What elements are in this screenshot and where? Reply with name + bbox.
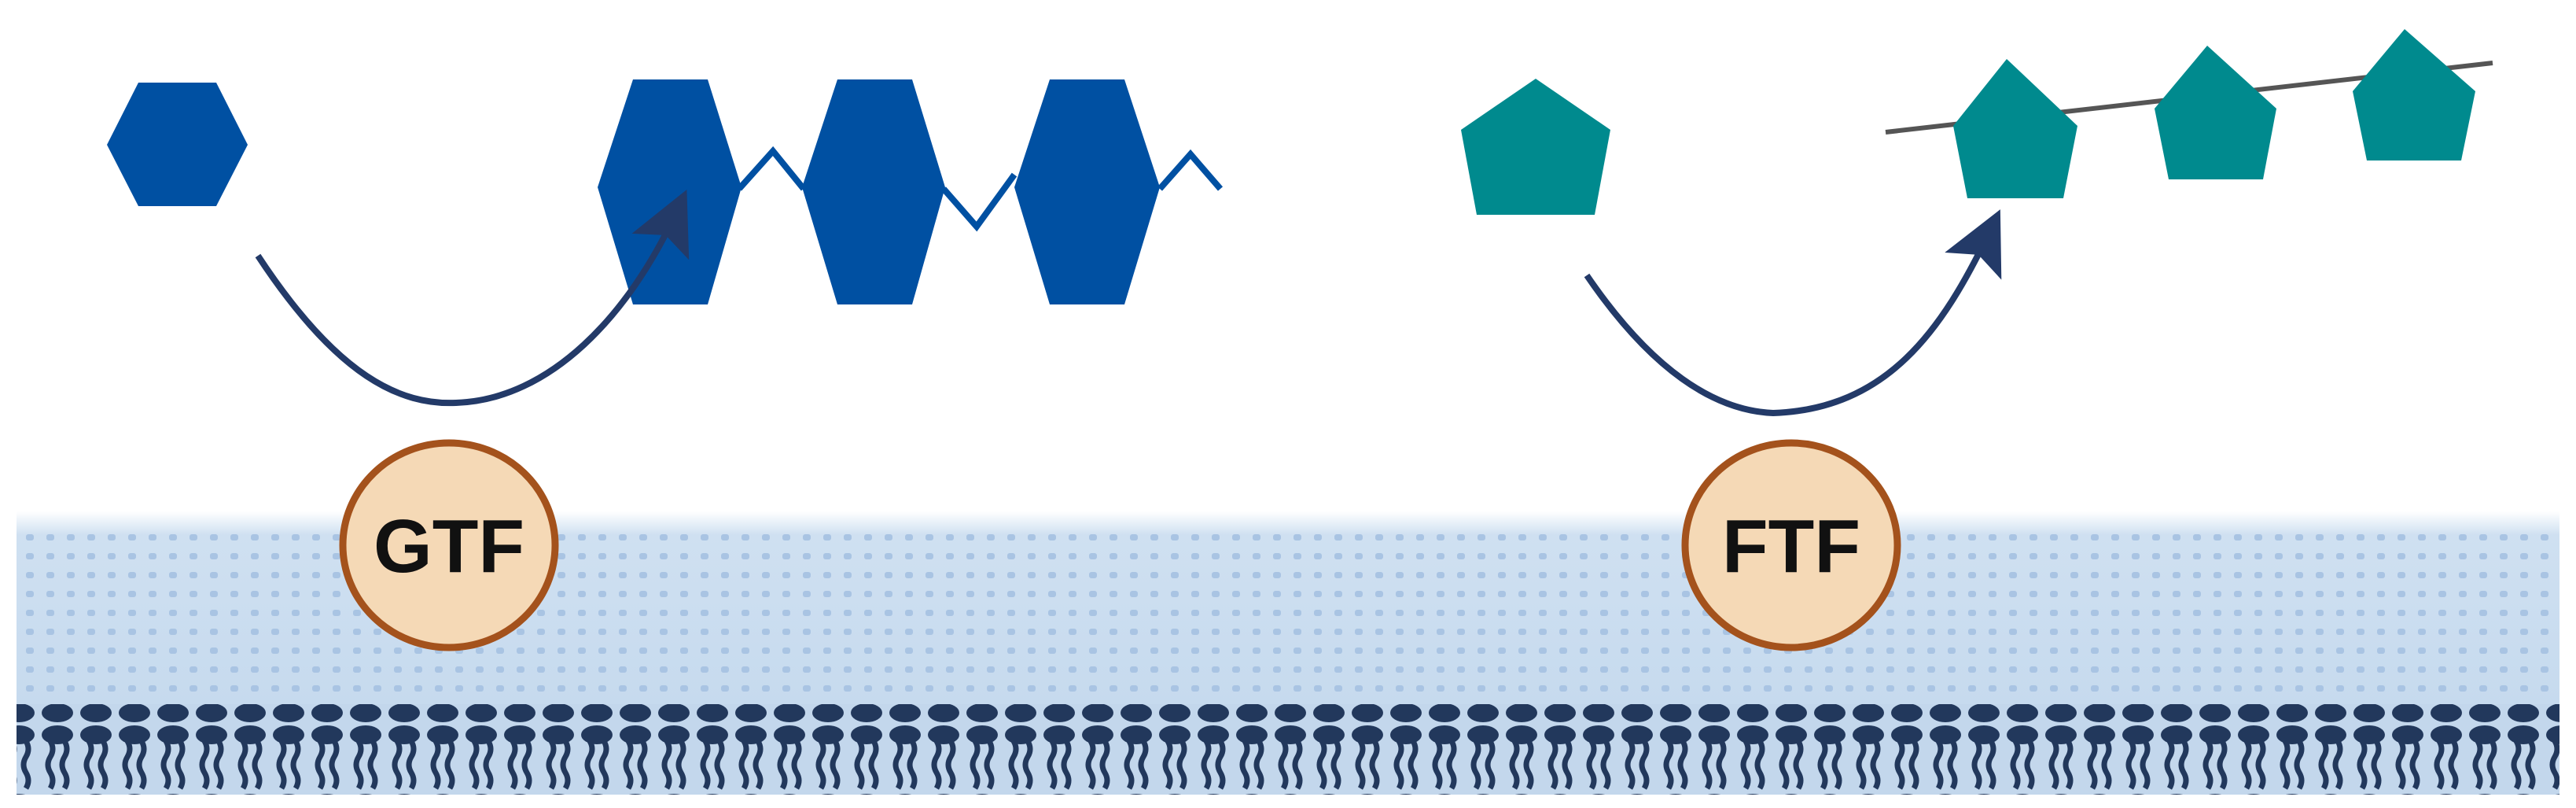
fructose-unit-pentagon: [2155, 46, 2276, 179]
gtf-reaction-arrow: [255, 189, 690, 407]
glucose-unit-hexagon: [802, 79, 945, 304]
lipid-bilayer: [17, 704, 2559, 795]
glucose-unit-hexagon: [598, 79, 742, 304]
ftf-reaction-arrow: [1584, 209, 2002, 417]
fructose-monomer-pentagon: [1461, 79, 1610, 215]
glucan-chain: [598, 79, 1224, 304]
glycosidic-bond: [1157, 149, 1224, 191]
fructose-unit-pentagon: [2353, 29, 2475, 160]
ftf-label: FTF: [1722, 504, 1860, 588]
glucose-monomer-hexagon: [107, 83, 248, 206]
glycosidic-bond: [940, 172, 1018, 232]
gtf-enzyme[interactable]: GTF: [339, 439, 559, 651]
fructan-chain: [1885, 29, 2493, 198]
fructose-unit-pentagon: [1953, 59, 2077, 198]
ftf-enzyme[interactable]: FTF: [1681, 439, 1901, 651]
ftf-enzyme-circle[interactable]: [1681, 439, 1901, 651]
glycosidic-bond: [737, 146, 807, 191]
gtf-label: GTF: [374, 504, 524, 588]
glucose-unit-hexagon: [1014, 79, 1160, 304]
gtf-enzyme-circle[interactable]: [339, 439, 559, 651]
